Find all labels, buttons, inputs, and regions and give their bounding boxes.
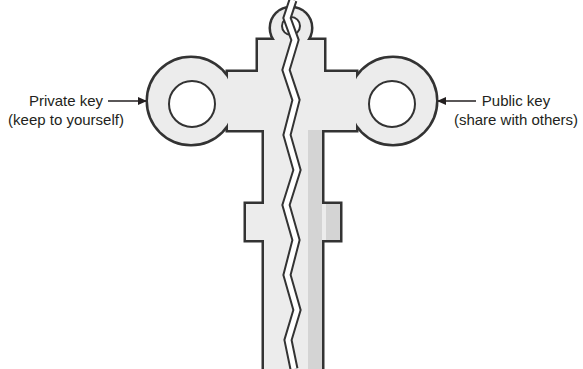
key-note: (share with others)	[454, 111, 578, 129]
leader-arrow	[108, 100, 146, 102]
leader-arrow	[438, 100, 476, 102]
key-label: Private key	[29, 92, 103, 110]
key-note: (keep to yourself)	[8, 111, 124, 129]
key-label: Public key	[482, 92, 550, 110]
